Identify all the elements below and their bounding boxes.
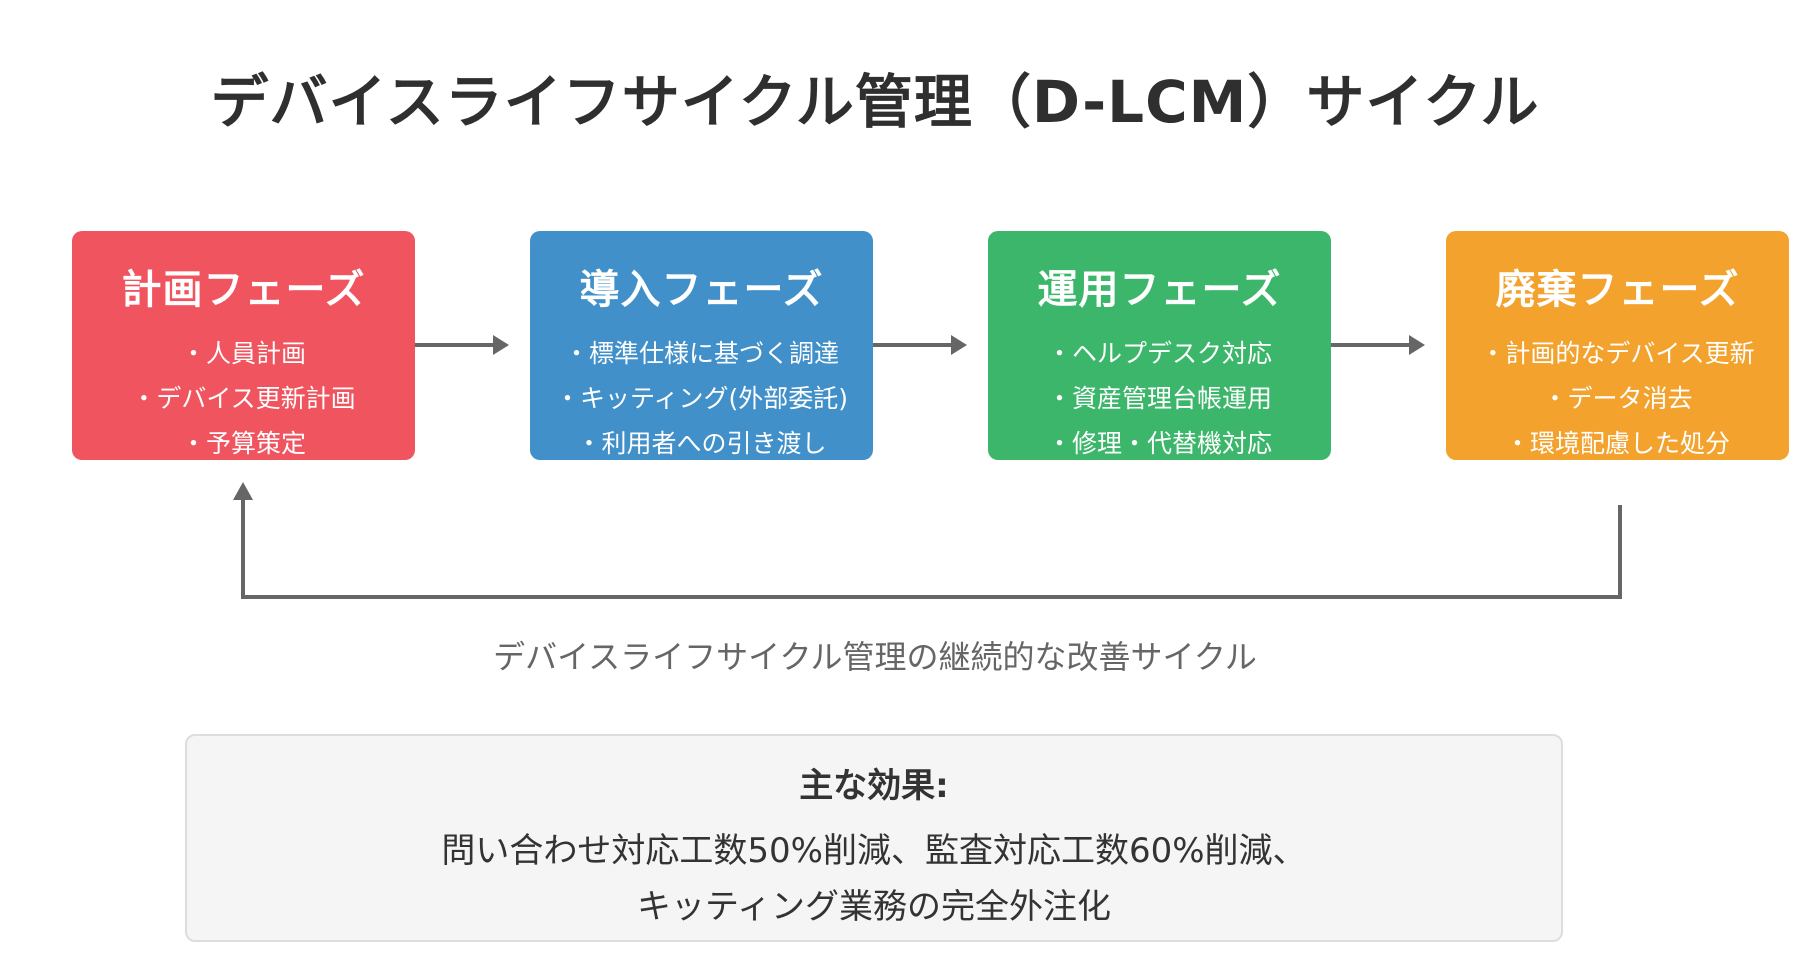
arrow-planning-to-introduction xyxy=(415,343,495,347)
phase-title: 運用フェーズ xyxy=(1037,267,1282,313)
phase-item: ・データ消去 xyxy=(1542,384,1693,413)
arrow-introduction-to-operation xyxy=(873,343,953,347)
phase-item: ・予算策定 xyxy=(180,429,306,458)
arrow-head-icon xyxy=(1409,335,1425,355)
effects-line-1: 問い合わせ対応工数50%削減、監査対応工数60%削減、 xyxy=(441,831,1307,871)
arrow-up-icon xyxy=(233,482,253,500)
effects-line-2: キッティング業務の完全外注化 xyxy=(637,887,1111,927)
phase-operation: 運用フェーズ ・ヘルプデスク対応 ・資産管理台帳運用 ・修理・代替機対応 xyxy=(988,231,1331,460)
phase-title: 計画フェーズ xyxy=(121,267,366,313)
phase-disposal: 廃棄フェーズ ・計画的なデバイス更新 ・データ消去 ・環境配慮した処分 xyxy=(1446,231,1789,460)
phase-item: ・キッティング(外部委託) xyxy=(554,384,848,413)
phase-item: ・標準仕様に基づく調達 xyxy=(563,339,839,368)
phase-item: ・修理・代替機対応 xyxy=(1046,429,1272,458)
phase-item: ・利用者への引き渡し xyxy=(576,429,827,458)
phase-title: 導入フェーズ xyxy=(579,267,824,313)
arrow-operation-to-disposal xyxy=(1331,343,1411,347)
phase-item: ・人員計画 xyxy=(180,339,306,368)
phase-item: ・計画的なデバイス更新 xyxy=(1480,339,1755,368)
diagram-title: デバイスライフサイクル管理（D-LCM）サイクル xyxy=(210,68,1540,136)
phase-item: ・ヘルプデスク対応 xyxy=(1046,339,1272,368)
effects-panel: 主な効果: 問い合わせ対応工数50%削減、監査対応工数60%削減、 キッティング… xyxy=(185,734,1563,942)
phase-introduction: 導入フェーズ ・標準仕様に基づく調達 ・キッティング(外部委託) ・利用者への引… xyxy=(530,231,873,460)
effects-title: 主な効果: xyxy=(799,766,949,806)
cycle-caption: デバイスライフサイクル管理の継続的な改善サイクル xyxy=(493,638,1257,676)
phase-item: ・環境配慮した処分 xyxy=(1504,429,1730,458)
phase-planning: 計画フェーズ ・人員計画 ・デバイス更新計画 ・予算策定 xyxy=(72,231,415,460)
arrow-head-icon xyxy=(951,335,967,355)
phase-item: ・資産管理台帳運用 xyxy=(1046,384,1272,413)
arrow-head-icon xyxy=(493,335,509,355)
phase-title: 廃棄フェーズ xyxy=(1495,267,1740,313)
phase-item: ・デバイス更新計画 xyxy=(131,384,356,413)
